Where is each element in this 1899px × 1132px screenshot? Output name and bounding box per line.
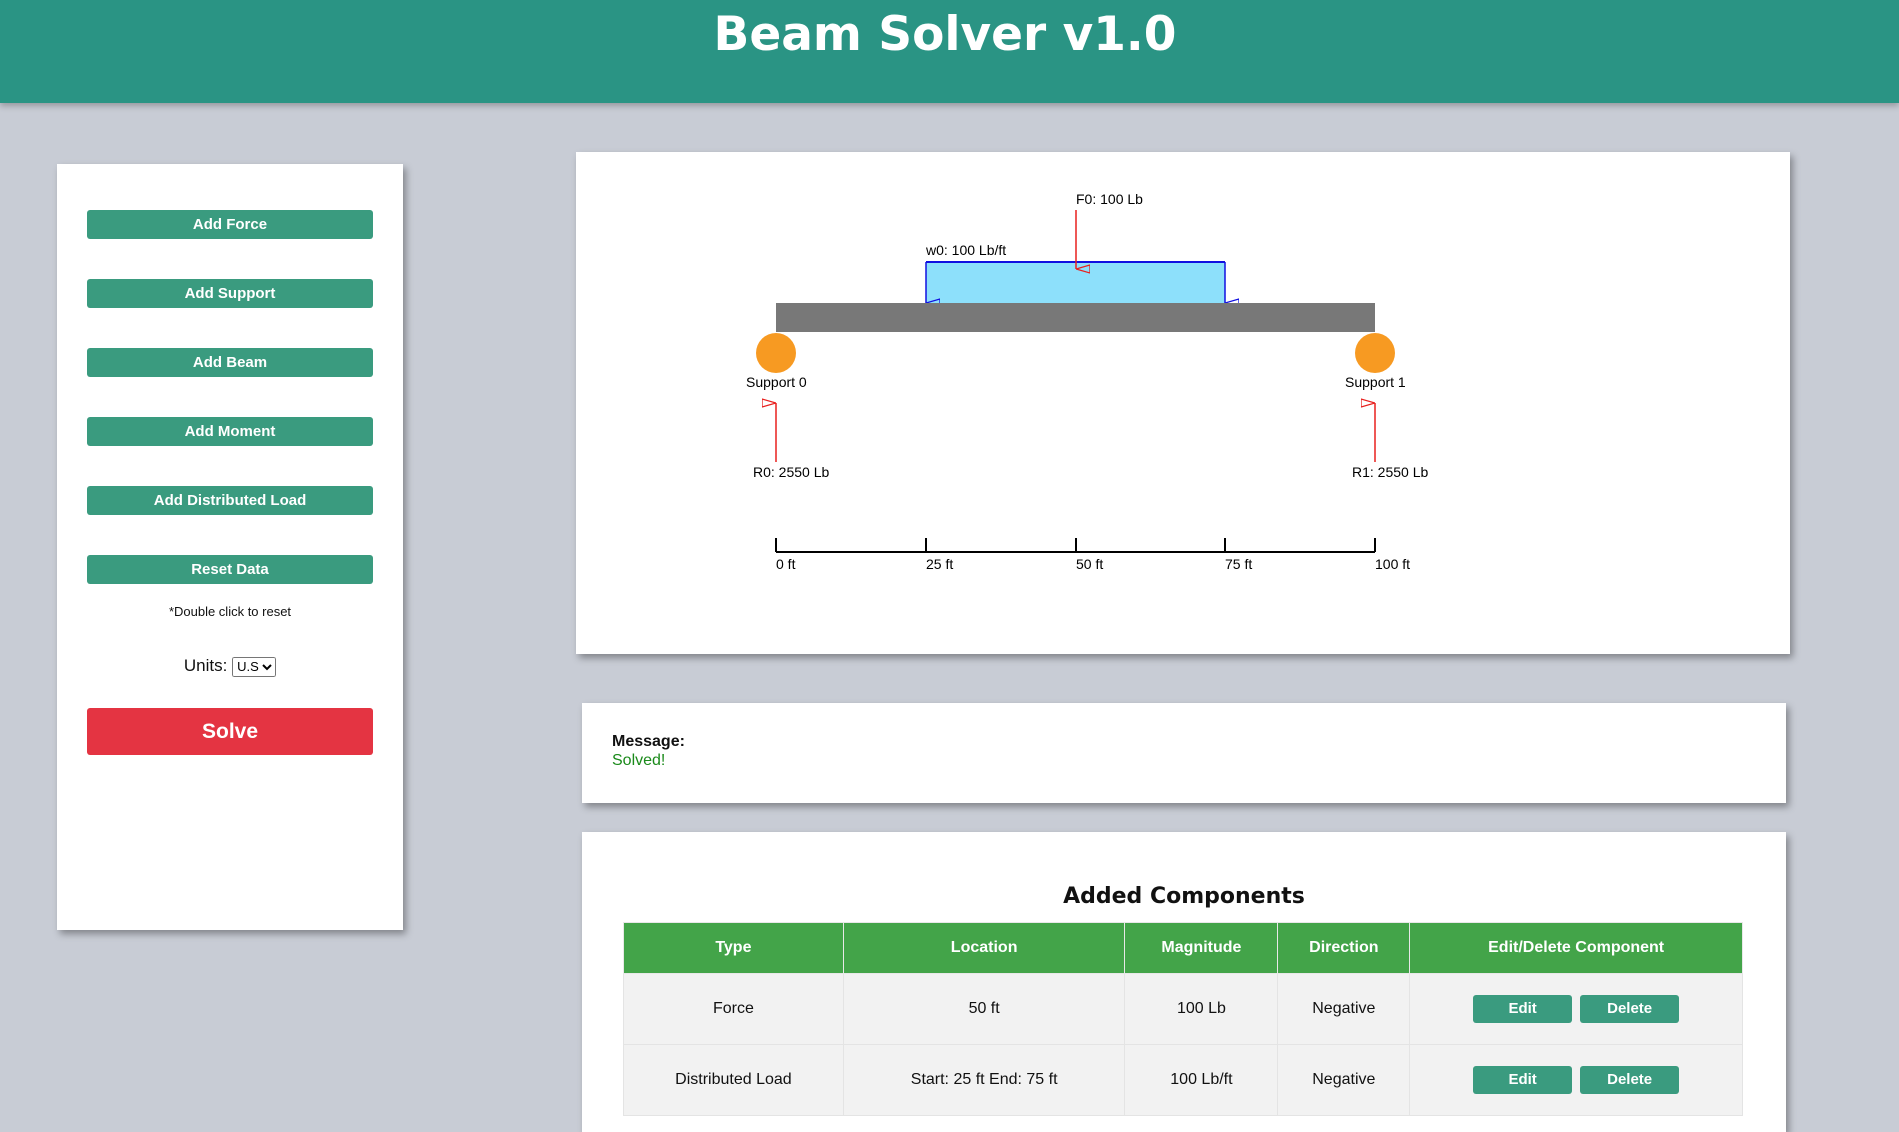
distributed-load-label: w0: 100 Lb/ft [925,242,1006,258]
column-header-type: Type [623,922,844,974]
support-0-label: Support 0 [746,374,807,390]
cell-magnitude: 100 Lb [1124,973,1279,1045]
add-moment-button[interactable]: Add Moment [87,417,373,446]
message-text: Solved! [612,752,666,769]
delete-button[interactable]: Delete [1580,995,1680,1023]
cell-direction: Negative [1277,1044,1411,1116]
ruler-tick-label: 50 ft [1076,556,1103,572]
column-header-edit-delete: Edit/Delete Component [1409,922,1743,974]
length-ruler: 0 ft 25 ft 50 ft 75 ft 100 ft [775,538,1410,572]
reset-note: *Double click to reset [168,604,292,619]
cell-direction: Negative [1277,973,1411,1045]
delete-button[interactable]: Delete [1580,1066,1680,1094]
cell-magnitude: 100 Lb/ft [1124,1044,1279,1116]
ruler-tick-label: 75 ft [1225,556,1252,572]
support-0 [756,333,796,373]
reset-data-button[interactable]: Reset Data [87,555,373,584]
edit-button[interactable]: Edit [1473,995,1573,1023]
beam-diagram-panel: w0: 100 Lb/ft F0: 100 Lb Support 0 Suppo… [576,152,1790,654]
column-header-location: Location [842,922,1126,974]
ruler-tick-label: 100 ft [1375,556,1410,572]
reaction-0-label: R0: 2550 Lb [753,464,829,480]
beam [776,303,1375,332]
sidebar-panel: Add Force Add Support Add Beam Add Momen… [57,164,403,930]
cell-location: 50 ft [842,973,1126,1045]
cell-location: Start: 25 ft End: 75 ft [842,1044,1126,1116]
add-support-button[interactable]: Add Support [87,279,373,308]
units-row: Units: U.S [57,656,403,677]
support-1 [1355,333,1395,373]
add-force-button[interactable]: Add Force [87,210,373,239]
table-row: Distributed Load Start: 25 ft End: 75 ft… [623,1044,1743,1116]
column-header-magnitude: Magnitude [1124,922,1279,974]
add-beam-button[interactable]: Add Beam [87,348,373,377]
ruler-tick-label: 25 ft [926,556,953,572]
reaction-1-label: R1: 2550 Lb [1352,464,1428,480]
units-select[interactable]: U.S [232,656,277,677]
column-header-direction: Direction [1277,922,1411,974]
beam-diagram: w0: 100 Lb/ft F0: 100 Lb Support 0 Suppo… [746,191,1428,572]
message-label: Message: [612,733,685,750]
components-panel: Added Components Type Location Magnitude… [582,832,1786,1132]
app-header: Beam Solver v1.0 [0,0,1899,103]
app-title: Beam Solver v1.0 [713,7,1177,62]
edit-button[interactable]: Edit [1473,1066,1573,1094]
components-table: Type Location Magnitude Direction Edit/D… [623,922,1743,1116]
add-distributed-load-button[interactable]: Add Distributed Load [87,486,373,515]
cell-type: Force [623,973,844,1045]
units-label: Units: [183,656,228,675]
ruler-tick-label: 0 ft [776,556,796,572]
table-header-row: Type Location Magnitude Direction Edit/D… [623,922,1743,974]
cell-type: Distributed Load [623,1044,844,1116]
message-panel: Message: Solved! [582,703,1786,803]
solve-button[interactable]: Solve [87,708,373,755]
force-label: F0: 100 Lb [1076,191,1143,207]
components-title: Added Components [1063,884,1305,909]
support-1-label: Support 1 [1345,374,1406,390]
